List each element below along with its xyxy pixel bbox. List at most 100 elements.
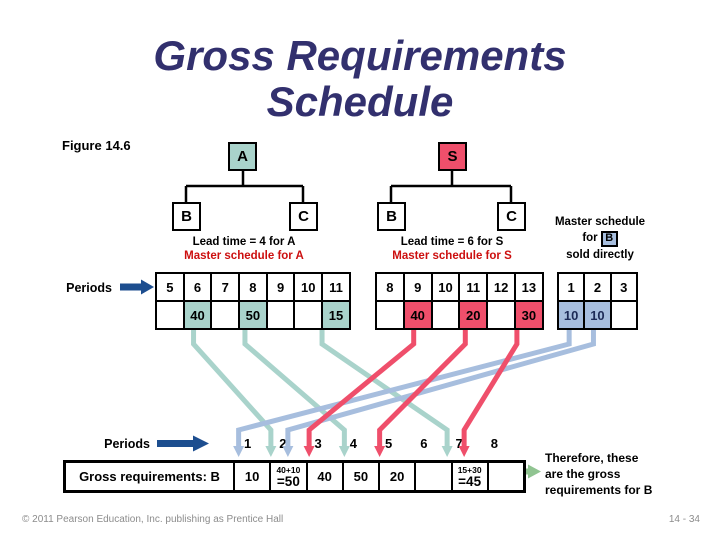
caption-S: Lead time = 6 for S Master schedule for …: [367, 236, 537, 263]
quantity-cell: 30: [513, 300, 544, 330]
quantity-cell: [486, 300, 516, 330]
product-node-A: A: [228, 142, 257, 171]
period-header-cell: 5: [155, 272, 185, 302]
gross-requirement-cell: 20: [377, 460, 417, 493]
sum-result: =45: [458, 473, 482, 489]
lead-time-text-A: Lead time = 4 for A: [192, 236, 296, 248]
bottom-period-number: 7: [455, 436, 463, 451]
figure-label: Figure 14.6: [62, 138, 131, 153]
sold-directly-line-2: for B: [537, 230, 663, 249]
product-node-S-child-B: B: [377, 202, 406, 231]
period-header-cell: 6: [182, 272, 213, 302]
quantity-cell: 40: [402, 300, 433, 330]
gross-requirement-cell: 40+10=50: [269, 460, 308, 493]
master-schedule-text-A: Master schedule for A: [184, 249, 304, 262]
period-header-cell: 7: [210, 272, 241, 302]
flow-line-blue-p2-to-p2: [285, 328, 596, 447]
page-title: Gross Requirements Schedule: [0, 33, 720, 125]
bottom-period-number: 4: [349, 436, 357, 451]
period-header-cell: 13: [513, 272, 544, 302]
sum-expression: 40+10: [276, 464, 301, 475]
period-header-cell: 8: [375, 272, 405, 302]
period-header-cell: 12: [486, 272, 516, 302]
quantity-cell: 50: [238, 300, 268, 330]
gross-requirement-cell: 50: [341, 460, 381, 493]
period-header-cell: 9: [402, 272, 433, 302]
period-header-cell: 11: [458, 272, 489, 302]
quantity-cell: [609, 300, 638, 330]
quantity-cell: 15: [321, 300, 351, 330]
periods-arrow-top-icon: [120, 279, 154, 295]
period-header-cell: 10: [430, 272, 461, 302]
gross-requirement-cell: [486, 460, 526, 493]
sold-directly-line-3: sold directly: [566, 248, 634, 261]
page-number: 14 - 34: [668, 514, 700, 525]
quantity-cell: 40: [182, 300, 213, 330]
flow-line-red-p9-to-p3: [306, 328, 417, 447]
product-node-A-child-B: B: [172, 202, 201, 231]
therefore-line-2: are the gross: [545, 467, 621, 481]
quantity-cell: 20: [458, 300, 489, 330]
gross-requirement-cell: 15+30=45: [450, 460, 489, 493]
product-node-A-child-C: C: [289, 202, 318, 231]
gross-requirement-cell: 40: [305, 460, 344, 493]
gross-requirement-cell: [414, 460, 453, 493]
for-text: for: [582, 232, 598, 245]
master-schedule-text-S: Master schedule for S: [392, 249, 512, 262]
flow-line-teal-p11-to-p7: [319, 328, 450, 447]
quantity-cell: 10: [583, 300, 612, 330]
quantity-cell: [375, 300, 405, 330]
table-row: 40 20 30: [375, 300, 544, 330]
caption-A: Lead time = 4 for A Master schedule for …: [159, 236, 329, 263]
sold-directly-note: Master schedule for B sold directly: [537, 216, 663, 262]
quantity-cell: [430, 300, 461, 330]
product-node-S: S: [438, 142, 467, 171]
flow-line-red-p13-to-p7: [461, 328, 520, 447]
bottom-period-number: 5: [385, 436, 393, 451]
flow-line-blue-p1-to-p1: [236, 328, 572, 447]
period-header-cell: 8: [238, 272, 268, 302]
therefore-line-3: requirements for B: [545, 483, 653, 497]
tree-connector-S: [389, 171, 513, 202]
bottom-period-number: 1: [244, 436, 252, 451]
period-header-cell: 10: [293, 272, 324, 302]
quantity-cell: [265, 300, 296, 330]
gross-requirements-row-label: Gross requirements: B: [63, 460, 235, 493]
lead-time-text-S: Lead time = 6 for S: [400, 236, 504, 248]
periods-label-bottom: Periods: [104, 437, 150, 451]
therefore-line-1: Therefore, these: [545, 451, 639, 465]
copyright-text: © 2011 Pearson Education, Inc. publishin…: [22, 514, 284, 525]
quantity-cell: [293, 300, 324, 330]
therefore-note: Therefore, these are the gross requireme…: [545, 450, 652, 498]
flow-line-teal-p8-to-p4: [242, 328, 347, 447]
gross-requirement-cell: 10: [232, 460, 272, 493]
period-header-cell: 9: [265, 272, 296, 302]
sum-result: =50: [276, 473, 300, 489]
table-row: 40 50 15: [155, 300, 351, 330]
sold-directly-line-1: Master schedule: [554, 216, 646, 228]
sum-expression: 15+30: [457, 464, 482, 475]
period-header-cell: 11: [321, 272, 351, 302]
period-header-cell: 2: [583, 272, 612, 302]
flow-line-red-p11-to-p5: [377, 328, 468, 447]
quantity-cell: [155, 300, 185, 330]
bottom-period-number: 3: [314, 436, 322, 451]
periods-label-top: Periods: [66, 281, 112, 295]
bottom-period-number: 6: [420, 436, 428, 451]
title-line-2: Schedule: [266, 78, 454, 125]
periods-arrow-bottom-icon: [157, 435, 209, 452]
title-line-1: Gross Requirements: [153, 32, 567, 79]
flow-line-teal-p6-to-p2: [191, 328, 274, 447]
quantity-cell: [210, 300, 241, 330]
period-header-cell: 3: [609, 272, 638, 302]
